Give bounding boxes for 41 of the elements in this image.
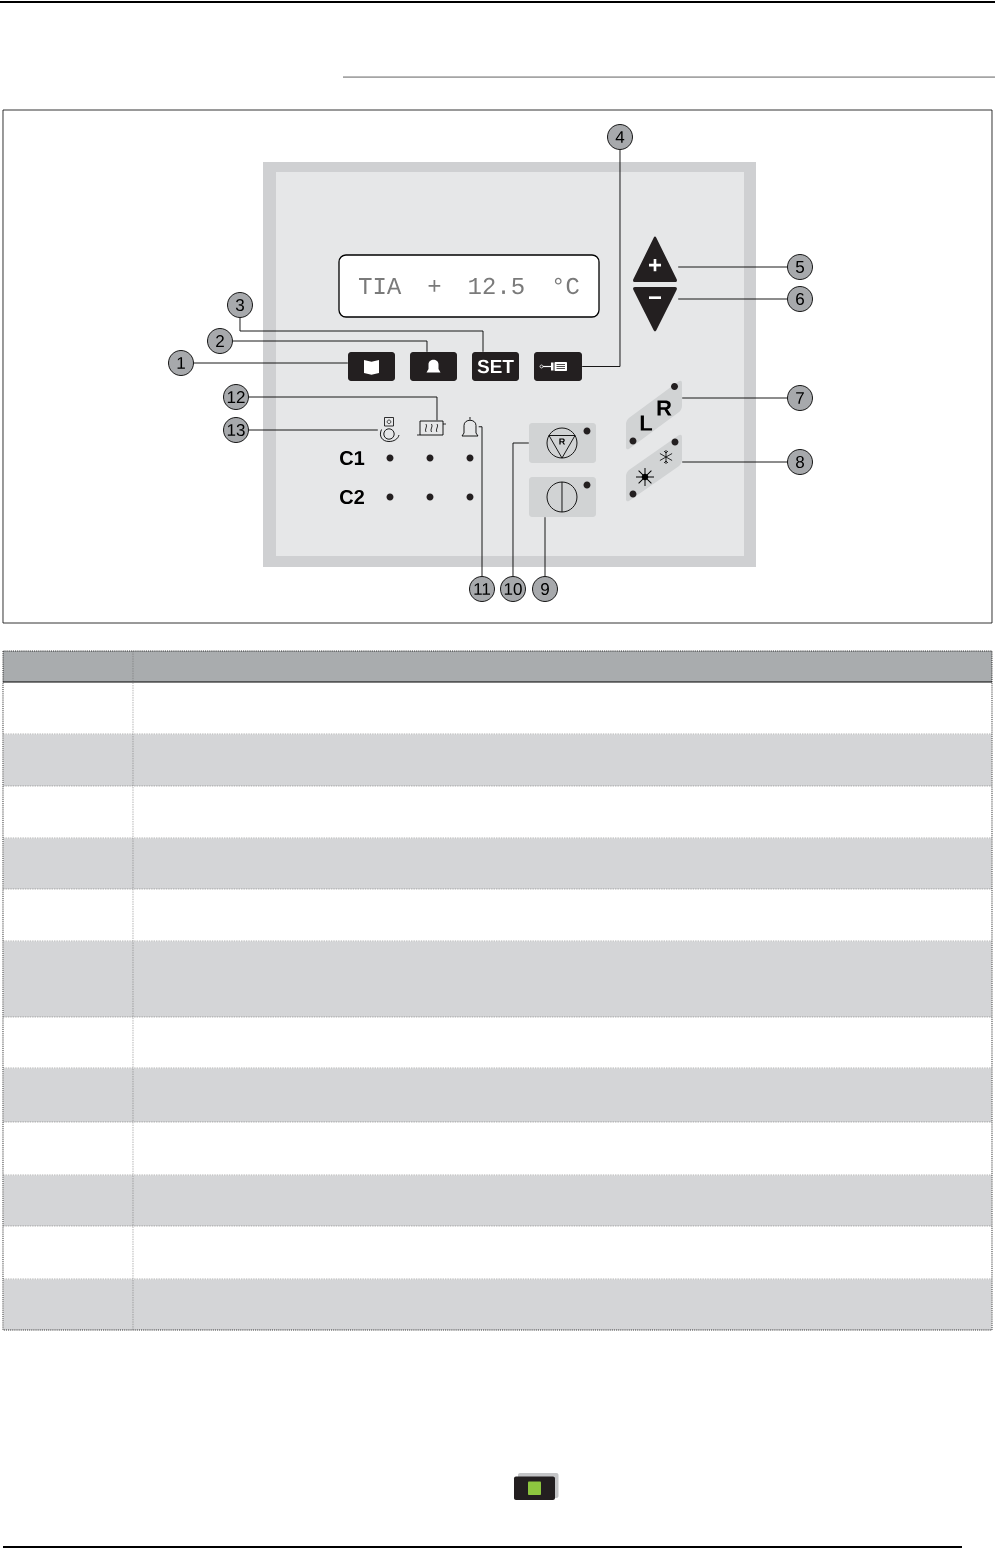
callout-number: 7: [787, 385, 813, 411]
book-button: [348, 352, 395, 381]
callout-number: 10: [500, 576, 526, 602]
callout-number: 9: [532, 576, 558, 602]
row-label: C2: [340, 489, 364, 505]
leader-line: [581, 149, 621, 367]
leader-line: [248, 396, 438, 421]
callout-number: 13: [223, 417, 249, 443]
compressor-icon: [379, 417, 400, 442]
leader-line: [248, 429, 379, 431]
bell-button: [410, 352, 457, 381]
leader-line: [239, 317, 484, 353]
heater-icon: [416, 420, 447, 436]
set-button: SET: [472, 352, 519, 381]
leader-line: [193, 362, 349, 364]
callout-number: 2: [207, 328, 233, 354]
down-button: −: [633, 287, 677, 332]
leader-line: [478, 426, 483, 577]
callout-number: 5: [787, 254, 813, 280]
bell-icon: [461, 416, 479, 437]
leader-line: [512, 442, 530, 577]
row-label: C1: [340, 450, 365, 466]
callout-number: 1: [168, 350, 194, 376]
leader-line: [677, 298, 788, 300]
callout-number: 12: [223, 384, 249, 410]
callout-number: 4: [607, 124, 633, 150]
leader-line: [544, 516, 546, 577]
sun-snow-button: [626, 434, 682, 502]
power-button: [529, 477, 596, 517]
callout-number: 6: [787, 286, 813, 312]
callout-number: 8: [787, 449, 813, 475]
valve-button: R: [529, 423, 596, 463]
callout-number: 3: [227, 292, 253, 318]
leader-line: [681, 461, 788, 463]
leader-line: [681, 397, 788, 399]
up-button: +: [633, 236, 677, 282]
leader-line: [232, 340, 428, 353]
leader-line: [677, 266, 788, 268]
callout-number: 11: [469, 576, 495, 602]
tool-button: [534, 352, 582, 381]
lcd-display: TIA + 12.5 °C: [338, 254, 600, 318]
